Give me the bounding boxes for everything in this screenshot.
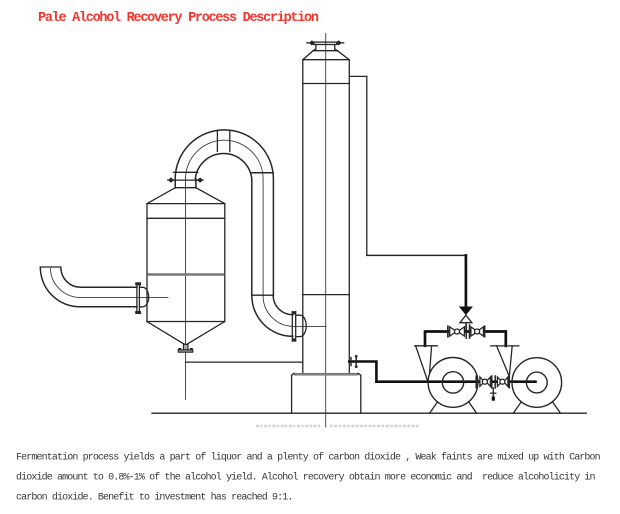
svg-text:dioxide amount to 0.8%-1% of t: dioxide amount to 0.8%-1% of the alcohol… bbox=[16, 472, 596, 484]
svg-text:Pale Alcohol Recovery Process: Pale Alcohol Recovery Process Descriptio… bbox=[38, 11, 319, 26]
svg-text:Fermentation process yields a: Fermentation process yields a part of li… bbox=[16, 452, 601, 464]
svg-text:carbon dioxide. Benefit to inv: carbon dioxide. Benefit to investment ha… bbox=[16, 492, 293, 504]
